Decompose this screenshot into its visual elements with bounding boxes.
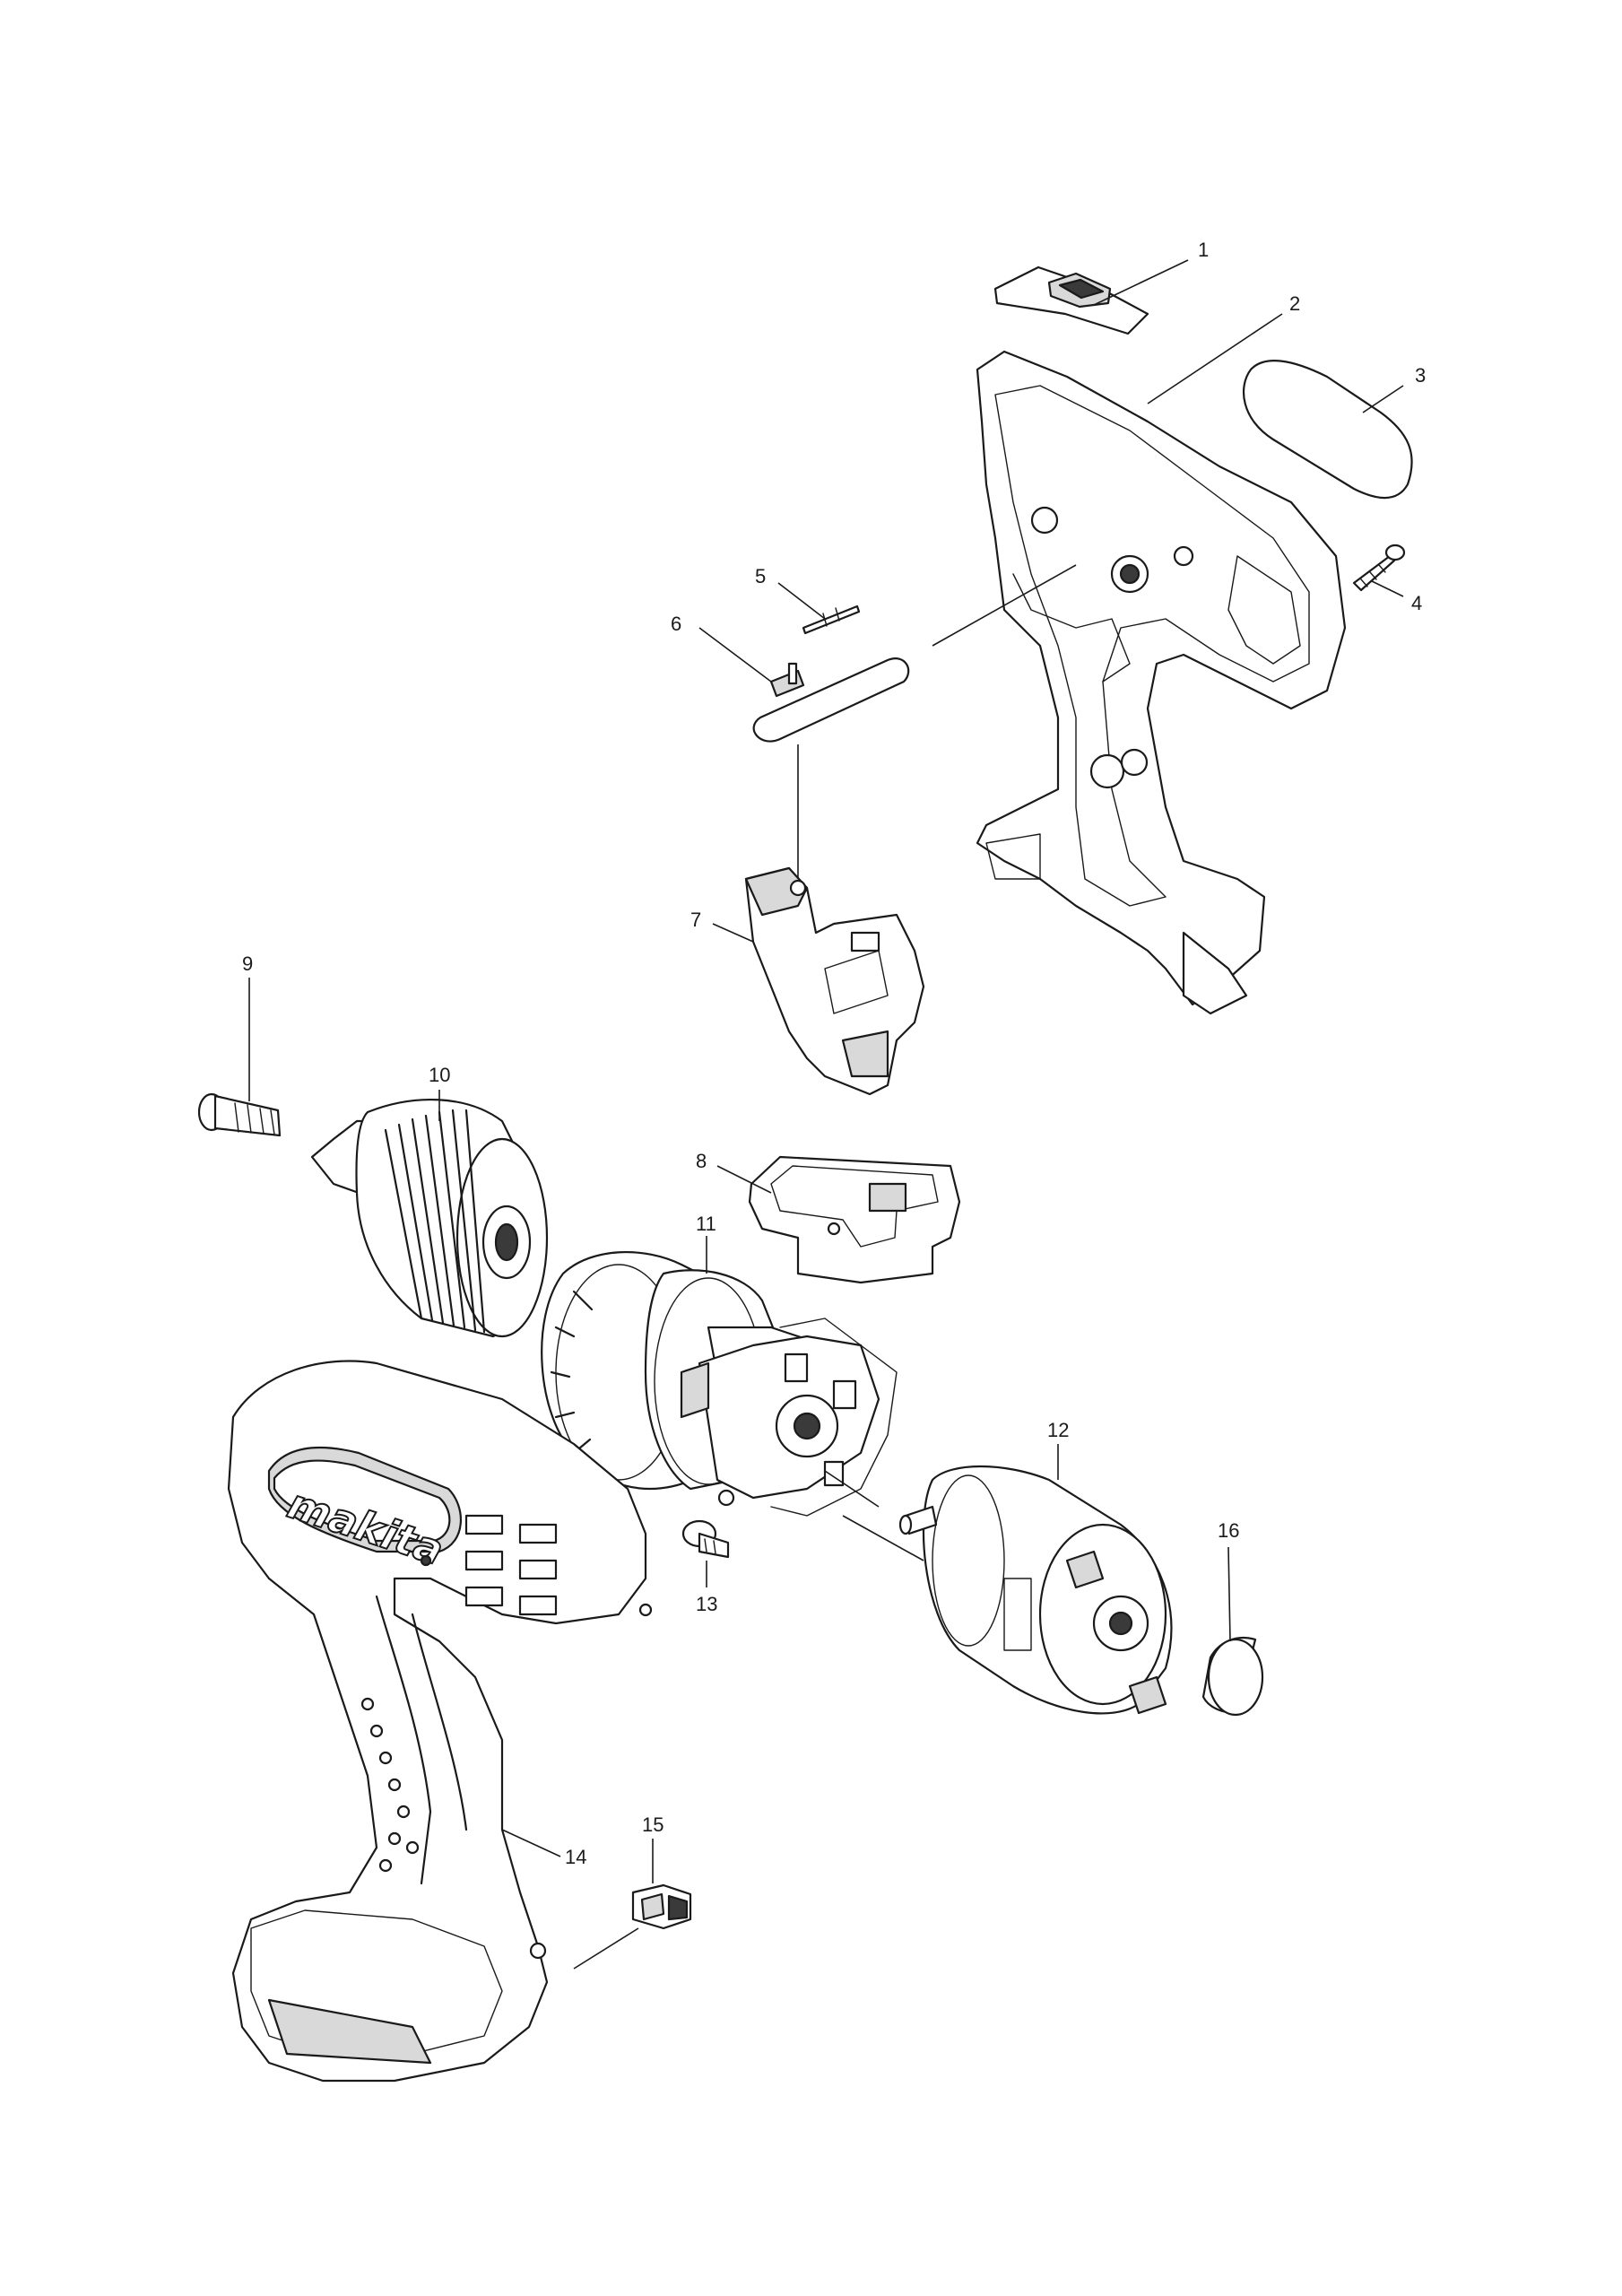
part-4-tapping-screw: [1352, 544, 1406, 592]
callout-13: 13: [696, 1593, 717, 1615]
part-10-drill-chuck: [310, 1098, 549, 1338]
part-6-reverse-lever: [752, 657, 910, 743]
callout-9: 9: [242, 952, 253, 975]
leader-14: [501, 1829, 561, 1857]
leader-5: [777, 582, 826, 620]
part-16-rubber-pin: [1201, 1636, 1264, 1717]
part-11-gear-assembly: [541, 1250, 898, 1517]
part-9-screw: [197, 1092, 282, 1137]
leader-7: [712, 923, 754, 943]
callout-7: 7: [690, 909, 701, 931]
callout-5: 5: [755, 565, 766, 587]
leader-hook-to-housing: [573, 1927, 639, 1970]
leader-16: [1227, 1546, 1231, 1642]
callout-8: 8: [696, 1150, 707, 1172]
leader-1: [1093, 259, 1189, 306]
callout-16: 16: [1218, 1519, 1239, 1542]
part-5-compression-spring: [802, 604, 861, 635]
callout-2: 2: [1289, 292, 1300, 315]
leader-4: [1371, 580, 1404, 597]
part-14-housing-left: makita: [227, 1360, 653, 2083]
callout-6: 6: [671, 613, 681, 635]
part-8-terminal: [748, 1155, 961, 1284]
leader-2: [1147, 313, 1283, 404]
leader-8: [716, 1165, 772, 1194]
callout-4: 4: [1411, 592, 1422, 614]
part-13-pan-head-screw: [681, 1519, 730, 1559]
callout-10: 10: [429, 1064, 450, 1086]
callout-1: 1: [1198, 239, 1209, 261]
part-2-housing-right: [976, 350, 1347, 1015]
part-1-switch-lever: [993, 265, 1149, 335]
part-15-hook: [631, 1883, 692, 1930]
leader-gear-to-motor-a: [824, 1470, 880, 1508]
leader-gear-to-motor-b: [842, 1515, 924, 1561]
leader-lines: [248, 259, 1404, 1970]
part-7-switch: [744, 866, 925, 1096]
part-12-dc-motor: [898, 1465, 1173, 1715]
callout-numbers: 1 2 3 4 5 6 7 8 9 10 11 12 13 14 15 16: [242, 239, 1426, 1868]
callout-12: 12: [1047, 1419, 1069, 1441]
leader-3: [1362, 385, 1404, 413]
callout-15: 15: [642, 1813, 664, 1836]
part-3-name-plate: [1242, 360, 1413, 500]
callout-11: 11: [696, 1213, 716, 1235]
callout-3: 3: [1415, 364, 1426, 387]
leader-housing-assembly: [932, 564, 1077, 647]
callout-14: 14: [565, 1846, 586, 1868]
leader-6: [698, 627, 772, 683]
